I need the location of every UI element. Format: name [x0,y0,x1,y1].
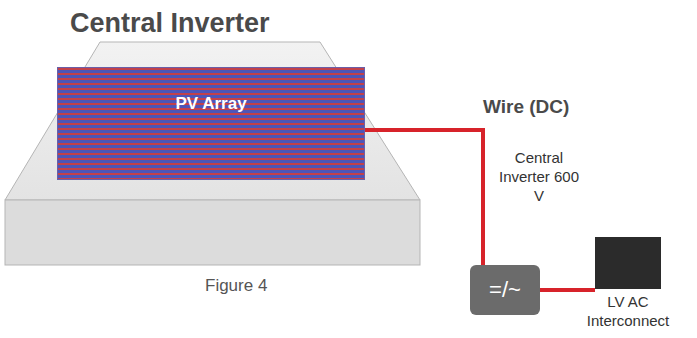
dc-ac-wire [540,288,595,292]
roof-front [5,200,420,265]
diagram-title: Central Inverter [70,8,270,39]
interconnect-box [595,237,661,289]
pv-array: PV Array [57,67,365,180]
interconnect-group: LV AC Interconnect [585,237,685,337]
wire-label: Wire (DC) [481,96,571,118]
figure-caption: Figure 4 [205,276,267,296]
pv-array-label: PV Array [58,94,364,114]
inverter-symbol: =/~ [489,277,521,303]
inverter-heading: Central Inverter 600 V [498,148,580,205]
roof-top [5,42,420,200]
inverter-group: Central Inverter 600 V =/~ [470,148,585,318]
inverter-box: =/~ [470,265,540,315]
interconnect-label: LV AC Interconnect [580,292,676,330]
dc-ac-wire [365,130,483,265]
